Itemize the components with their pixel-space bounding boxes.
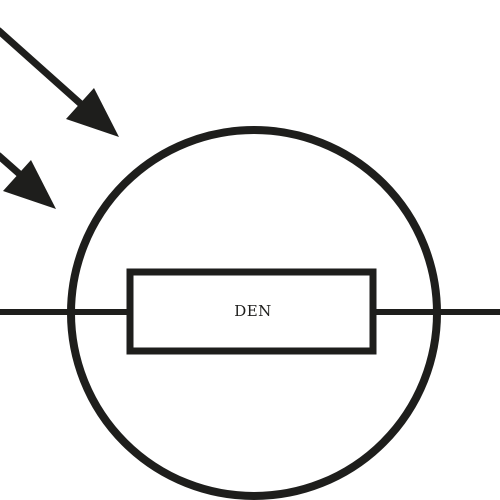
outer-circle bbox=[67, 126, 441, 500]
light-arrow-upper bbox=[0, 27, 119, 137]
light-arrow-lower bbox=[0, 152, 56, 209]
component-label: DEN bbox=[234, 302, 272, 320]
resistor-body bbox=[126, 268, 377, 355]
arrow-upper-shaft bbox=[0, 27, 85, 108]
arrow-lower-head bbox=[3, 160, 56, 209]
arrow-upper-head bbox=[66, 88, 119, 137]
